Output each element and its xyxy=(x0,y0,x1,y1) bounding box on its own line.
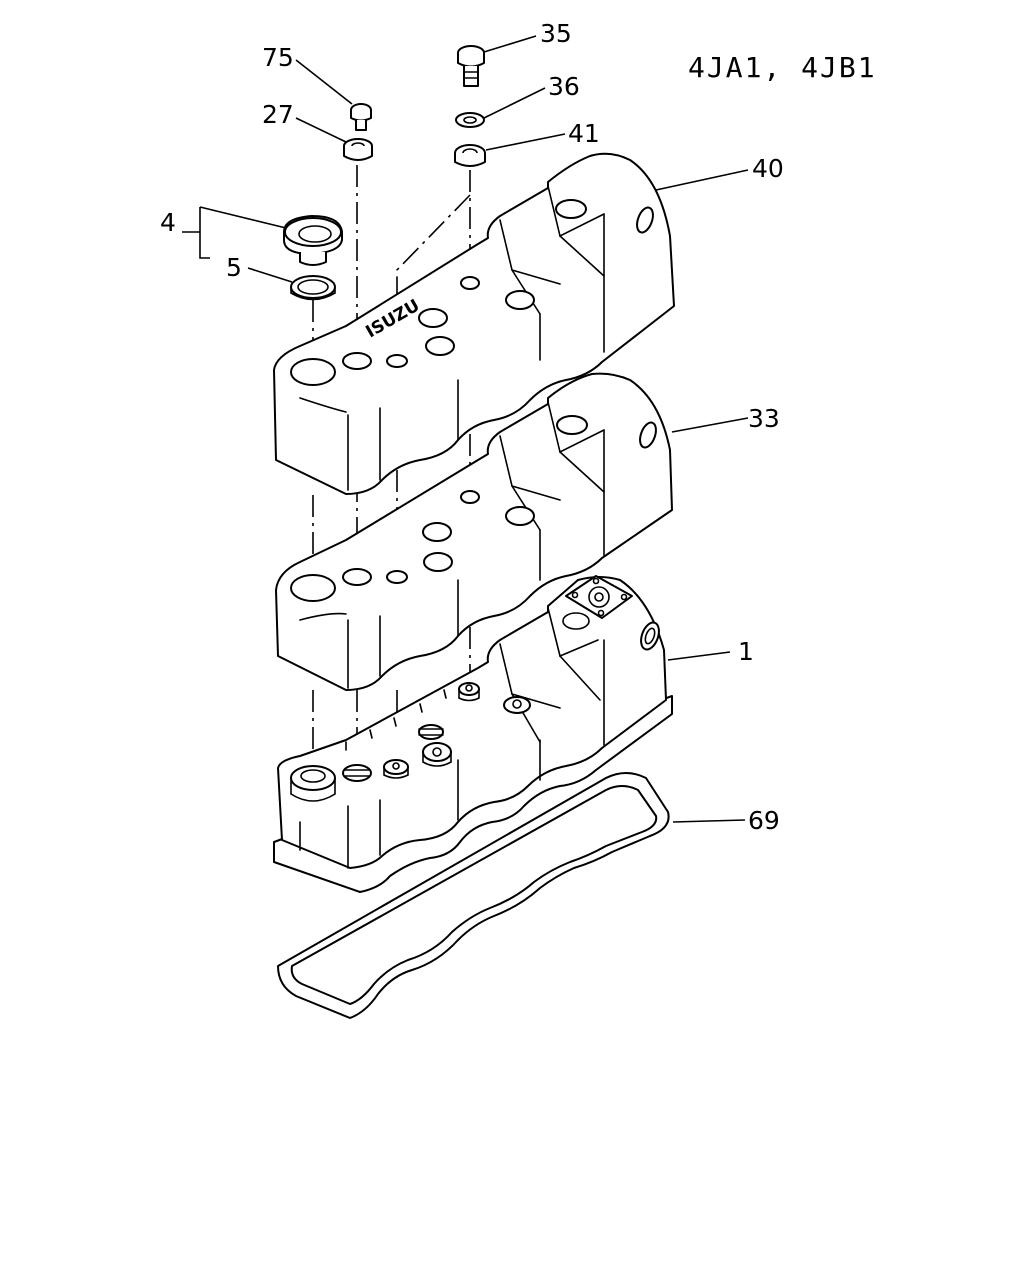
cover-bolt xyxy=(457,45,485,87)
filler-cap-seal-ring xyxy=(290,275,336,301)
callout-labels: 75 27 35 36 41 40 4 5 33 1 69 xyxy=(160,19,784,835)
callout-1: 1 xyxy=(738,637,754,666)
washer xyxy=(455,112,485,128)
leader-lines xyxy=(182,35,749,823)
callout-41: 41 xyxy=(568,119,600,148)
callout-4: 4 xyxy=(160,208,176,237)
rocker-cover-gasket xyxy=(277,772,670,1019)
rocker-cover-assembly xyxy=(273,575,673,893)
callout-33: 33 xyxy=(748,404,780,433)
cap-bolt xyxy=(350,103,372,131)
oil-filler-cap xyxy=(283,215,343,266)
callout-27: 27 xyxy=(262,100,294,129)
rubber-grommet xyxy=(343,138,373,161)
callout-40: 40 xyxy=(752,154,784,183)
callout-35: 35 xyxy=(540,19,572,48)
callout-69: 69 xyxy=(748,806,780,835)
model-label: 4JA1, 4JB1 xyxy=(688,51,877,84)
callout-75: 75 xyxy=(262,43,294,72)
top-head-cover: ISUZU xyxy=(273,152,675,495)
cover-insulator xyxy=(275,372,673,691)
rubber-seal xyxy=(454,144,486,167)
callout-36: 36 xyxy=(548,72,580,101)
callout-5: 5 xyxy=(226,253,242,282)
